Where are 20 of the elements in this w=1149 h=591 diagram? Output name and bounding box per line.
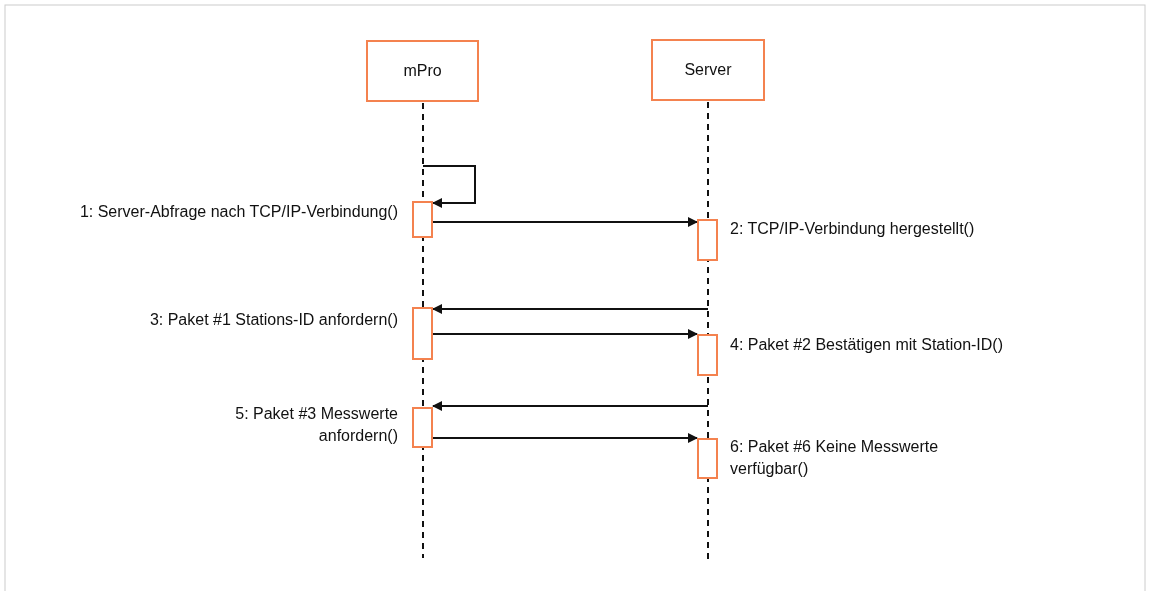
message-label: 5: Paket #3 Messwerte anfordern() xyxy=(234,404,398,446)
activation-bar xyxy=(697,334,718,376)
activation-bar xyxy=(412,201,433,238)
arrow xyxy=(432,329,698,339)
message-label: 1: Server-Abfrage nach TCP/IP-Verbindung() xyxy=(79,202,398,222)
activation-bar xyxy=(697,219,718,261)
arrow xyxy=(432,304,709,314)
message-label: 6: Paket #6 Keine Messwerte verfügbar() xyxy=(730,437,940,479)
lifeline-header-box: mPro xyxy=(366,40,479,102)
activation-bar xyxy=(412,307,433,360)
arrow xyxy=(432,217,698,227)
message-label: 4: Paket #2 Bestätigen mit Station-ID() xyxy=(730,335,1003,355)
activation-bar xyxy=(697,438,718,479)
arrow xyxy=(422,165,476,208)
activation-bar xyxy=(412,407,433,448)
message-label: 2: TCP/IP-Verbindung hergestellt() xyxy=(730,219,975,239)
message-label: 3: Paket #1 Stations-ID anfordern() xyxy=(149,310,398,330)
arrow xyxy=(432,433,698,443)
lifeline-header-box: Server xyxy=(651,39,765,101)
arrow xyxy=(432,401,709,411)
